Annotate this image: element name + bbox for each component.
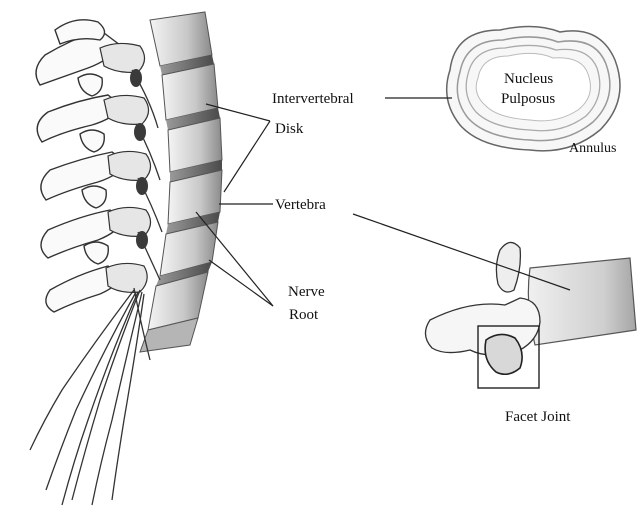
nucleus-pulposus-shape — [476, 53, 590, 120]
facet-joint-label: Facet Joint — [505, 409, 571, 425]
annulus-label: Annulus — [569, 141, 616, 156]
facet-joint-surface — [485, 334, 522, 374]
vertebra-label: Vertebra — [275, 197, 326, 213]
vertebral-body-side — [528, 258, 636, 345]
nucleus-label: Nucleus — [504, 71, 553, 87]
nerve-label: Nerve — [288, 284, 325, 300]
pulposus-label: Pulposus — [501, 91, 555, 107]
vertebra-side-view — [425, 242, 636, 388]
intervertebral-label: Intervertebral — [272, 91, 354, 107]
vertebral-bodies — [140, 12, 222, 352]
disk-label: Disk — [275, 121, 304, 137]
root-label: Root — [289, 307, 319, 323]
disc-cross-section — [447, 26, 620, 150]
spine-column — [30, 12, 222, 505]
superior-process — [496, 242, 520, 292]
